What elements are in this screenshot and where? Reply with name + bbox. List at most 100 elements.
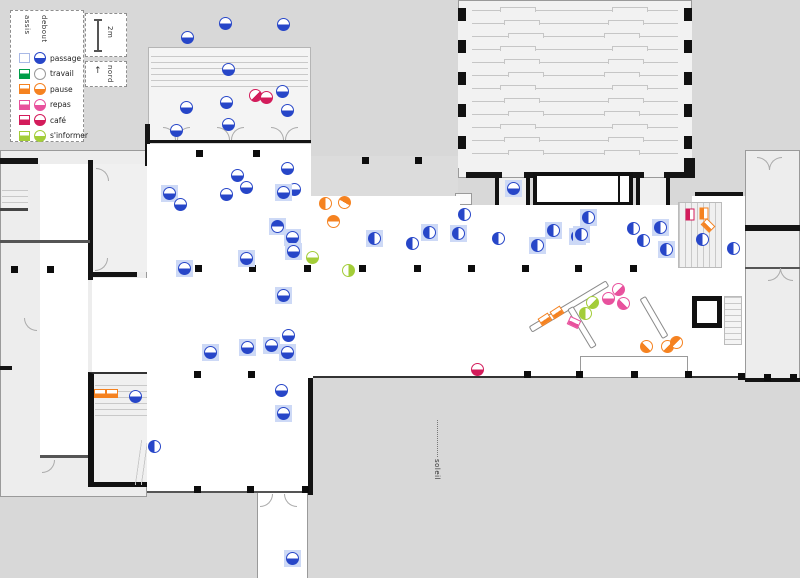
marker-pause-assis [700, 217, 717, 234]
legend-assis-swatch [19, 115, 30, 125]
seat-row [472, 137, 678, 151]
marker-passage-debout [274, 183, 292, 201]
legend-debout-swatch [34, 83, 46, 95]
marker-passage-debout [283, 549, 301, 567]
legend-item-label: passage [50, 53, 82, 63]
marker-pause-assis [549, 304, 566, 321]
marker-passage-debout [238, 338, 256, 356]
column [630, 265, 637, 272]
legend-debout-swatch [34, 129, 46, 142]
marker-passage-debout [528, 236, 546, 254]
marker-passage-debout [420, 223, 438, 241]
marker-passage-debout [238, 179, 255, 196]
marker-passage-debout [579, 208, 597, 226]
auditorium-seating [458, 0, 692, 170]
legend-item-label: pause [50, 84, 73, 94]
marker-passage-debout [725, 240, 742, 257]
door-arc [231, 127, 244, 140]
legend-debout-swatch [34, 114, 46, 126]
legend-assis-swatch [19, 130, 30, 141]
auditorium-vestibule-right [636, 178, 670, 207]
column [362, 157, 369, 164]
legend-assis-swatch [19, 99, 30, 110]
seat-row [472, 59, 678, 73]
marker-pause-assis [92, 385, 109, 402]
left-wing-room-upper [92, 164, 147, 272]
legend-assis-swatch [19, 53, 30, 63]
marker-passage-debout [168, 122, 185, 139]
legend-item-pause: pause [19, 82, 73, 96]
sun-label: soleil [433, 459, 441, 481]
marker-passage-debout [275, 16, 292, 33]
column [248, 371, 255, 378]
marker-passage-debout [572, 225, 590, 243]
marker-passage-debout [490, 230, 507, 247]
door-arc [285, 127, 298, 140]
column [685, 371, 692, 378]
marker-passage-debout [279, 102, 296, 119]
marker-passage-debout [274, 404, 292, 422]
marker-passage-debout [365, 229, 383, 247]
marker-passage-debout [160, 184, 178, 202]
auditorium-wall-right [684, 8, 692, 168]
left-wing-room-lower [92, 278, 147, 390]
column [11, 266, 18, 273]
auditorium-wall-left [458, 8, 466, 168]
column [415, 157, 422, 164]
marker-passage-debout [284, 242, 302, 260]
column [575, 265, 582, 272]
legend-debout-swatch [34, 67, 46, 80]
marker-pause-debout [636, 336, 656, 356]
porch [311, 156, 458, 197]
marker-passage-debout [283, 228, 301, 246]
marker-passage-debout [201, 343, 219, 361]
marker-passage-debout [268, 217, 286, 235]
sun-direction-line [437, 420, 438, 457]
marker-passage-debout [449, 224, 467, 242]
column [790, 374, 797, 381]
marker-café-debout [258, 89, 275, 106]
marker-passage-debout [504, 179, 522, 197]
stage-block [533, 172, 633, 206]
seat-row [472, 111, 678, 125]
marker-passage-debout [274, 83, 291, 100]
seat-row [472, 85, 678, 99]
column [302, 486, 309, 493]
seat-row [472, 150, 678, 164]
column [764, 374, 771, 381]
marker-passage-debout [273, 382, 290, 399]
legend-item-café: café [19, 113, 66, 127]
marker-s'informer-debout [304, 249, 321, 266]
legend-item-label: travail [50, 69, 74, 78]
legend-item-repas: repas [19, 98, 71, 112]
north-box: ↑ nord [85, 61, 127, 87]
column [247, 486, 254, 493]
column [196, 150, 203, 157]
seat-row [472, 46, 678, 60]
marker-passage-debout [172, 196, 189, 213]
marker-s'informer-debout [340, 262, 357, 279]
marker-passage-debout [262, 336, 280, 354]
marker-passage-debout [456, 206, 473, 223]
marker-passage-debout [651, 218, 669, 236]
marker-passage-debout [404, 235, 421, 252]
marker-repas-debout [613, 293, 633, 313]
column [414, 265, 421, 272]
column [576, 371, 583, 378]
column [738, 373, 745, 380]
marker-passage-debout [179, 29, 196, 46]
marker-passage-debout [635, 232, 652, 249]
north-arrow-icon: ↑ [94, 66, 102, 76]
marker-passage-debout [146, 438, 163, 455]
column [631, 371, 638, 378]
marker-café-debout [469, 361, 486, 378]
column [468, 265, 475, 272]
marker-passage-debout [544, 221, 562, 239]
legend-item-label: s'informer [50, 131, 88, 140]
marker-passage-debout [274, 286, 292, 304]
seat-row [472, 20, 678, 34]
marker-passage-debout [657, 240, 675, 258]
scale-label: 2m [106, 26, 114, 39]
